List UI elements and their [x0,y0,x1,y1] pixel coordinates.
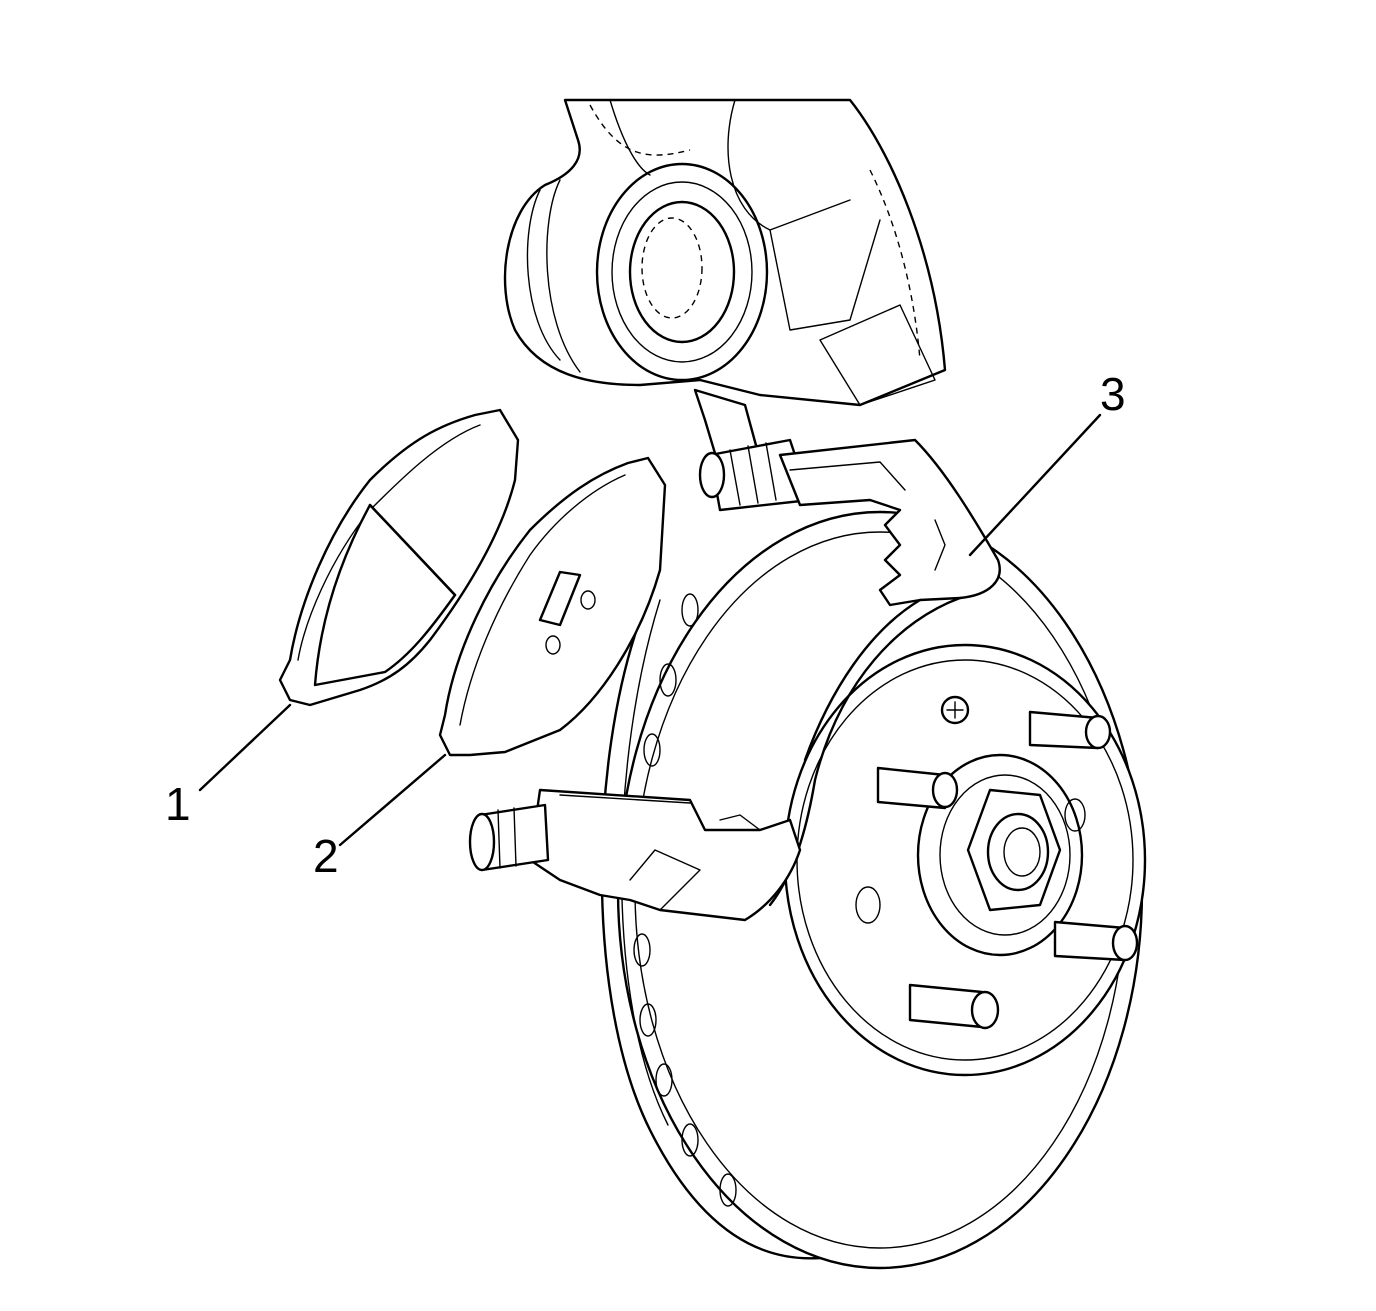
upper-guide-pin [693,388,812,512]
rotor-cooling-vanes [633,593,737,1207]
wheel-hub [783,643,1147,1077]
callout-1-leader [198,703,292,792]
outer-brake-pad [278,408,520,707]
callout-leaders [198,413,1102,847]
callout-3-label: 3 [1100,368,1126,420]
callout-3-leader [968,413,1102,557]
wheel-stud [1053,920,1139,962]
wheel-stud [1028,710,1112,750]
brake-caliper [503,98,947,407]
callout-1-label: 1 [165,778,191,830]
wheel-stud [876,766,959,810]
wheel-studs [876,710,1139,1030]
inner-brake-pad [438,456,667,757]
callout-2-label: 2 [313,830,339,882]
wheel-stud [908,983,1000,1030]
caliper-bracket [528,438,1001,922]
callout-2-leader [338,753,447,847]
lower-guide-pin [468,803,550,872]
